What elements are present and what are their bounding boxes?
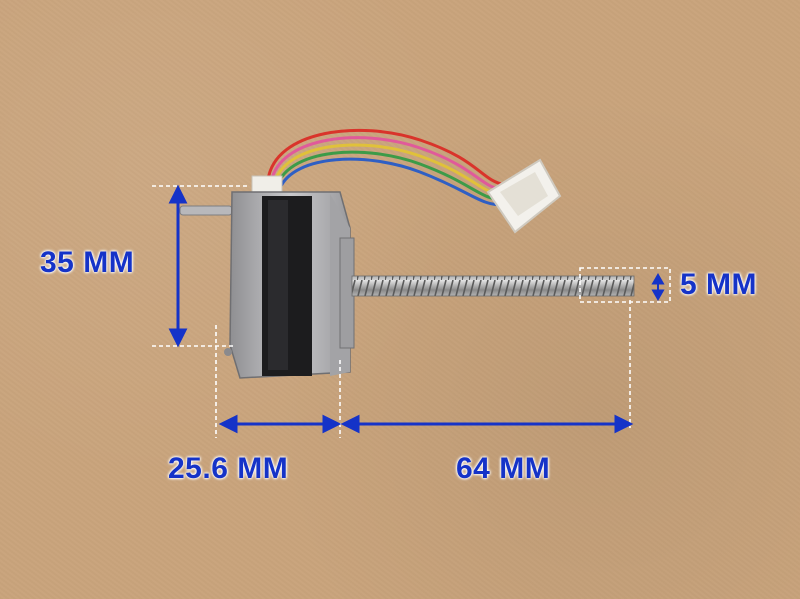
height-dimension-label: 35 MM <box>40 246 135 279</box>
dimension-arrows <box>168 184 665 434</box>
wire-bundle <box>266 128 507 207</box>
rear-shaft <box>179 205 233 216</box>
connector-plug <box>486 158 562 234</box>
body-depth-label: 25.6 MM <box>168 452 289 485</box>
dimension-lines <box>152 185 671 438</box>
lead-screw <box>351 275 635 297</box>
shaft-diameter-label: 5 MM <box>680 268 757 301</box>
screw-length-label: 64 MM <box>456 452 551 485</box>
motor-body <box>224 191 355 379</box>
